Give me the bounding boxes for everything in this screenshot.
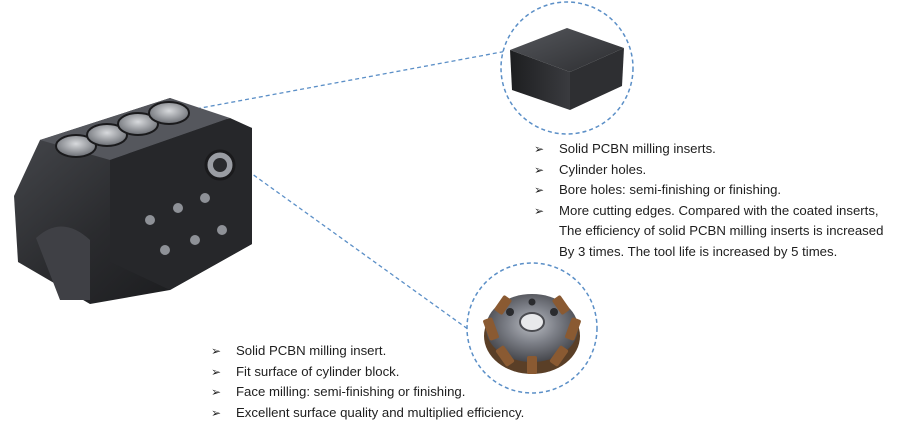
bullet-text: Excellent surface quality and multiplied… [236,404,525,420]
connector-line-bottom [247,170,473,333]
bullet-text: The efficiency of solid PCBN milling ins… [559,223,884,238]
bullet-item: ➢ Bore holes: semi-finishing or finishing… [533,180,883,201]
bullet-text: By 3 times. The tool life is increased b… [559,243,838,259]
cutter-feature-list: ➢ Solid PCBN milling insert. ➢ Fit surface … [210,341,524,423]
connector-line-top [189,50,508,111]
bullet-text: Solid PCBN milling insert. [236,343,387,358]
arrow-bullet-icon: ➢ [211,364,222,379]
arrow-bullet-icon: ➢ [211,385,222,399]
bullet-text: Fit surface of cylinder block. [236,363,400,379]
arrow-bullet-icon: ➢ [211,405,222,420]
bullet-text: More cutting edges. Compared with the co… [559,202,879,218]
bullet-item: ➢ Solid PCBN milling insert. [210,341,524,362]
insert-feature-list: ➢ Solid PCBN milling inserts. ➢ Cylinder ho… [533,139,883,262]
bullet-text: Solid PCBN milling inserts. [559,141,716,156]
bullet-item: ➢ Excellent surface quality and multiplie… [210,403,524,424]
bullet-item: ➢ Fit surface of cylinder block. [210,362,524,383]
bullet-text: Bore holes: semi-finishing or finishing. [559,182,782,197]
arrow-bullet-icon: ➢ [534,162,545,177]
arrow-bullet-icon: ➢ [211,344,222,358]
bullet-item: ➢ Solid PCBN milling inserts. [533,139,883,160]
bullet-item: ➢ Cylinder holes. [533,160,883,181]
engine-block-image [14,98,252,304]
face-mill-cutter-image [483,294,581,374]
bullet-item: ➢ More cutting edges. Compared with the c… [533,201,883,263]
arrow-bullet-icon: ➢ [534,142,545,156]
bullet-item: ➢ Face milling: semi-finishing or finishi… [210,382,524,403]
bullet-text: Cylinder holes. [559,161,647,177]
pcbn-insert-image [510,28,624,110]
arrow-bullet-icon: ➢ [534,203,545,218]
arrow-bullet-icon: ➢ [534,183,545,197]
bullet-text: Face milling: semi-finishing or finishin… [236,384,466,399]
